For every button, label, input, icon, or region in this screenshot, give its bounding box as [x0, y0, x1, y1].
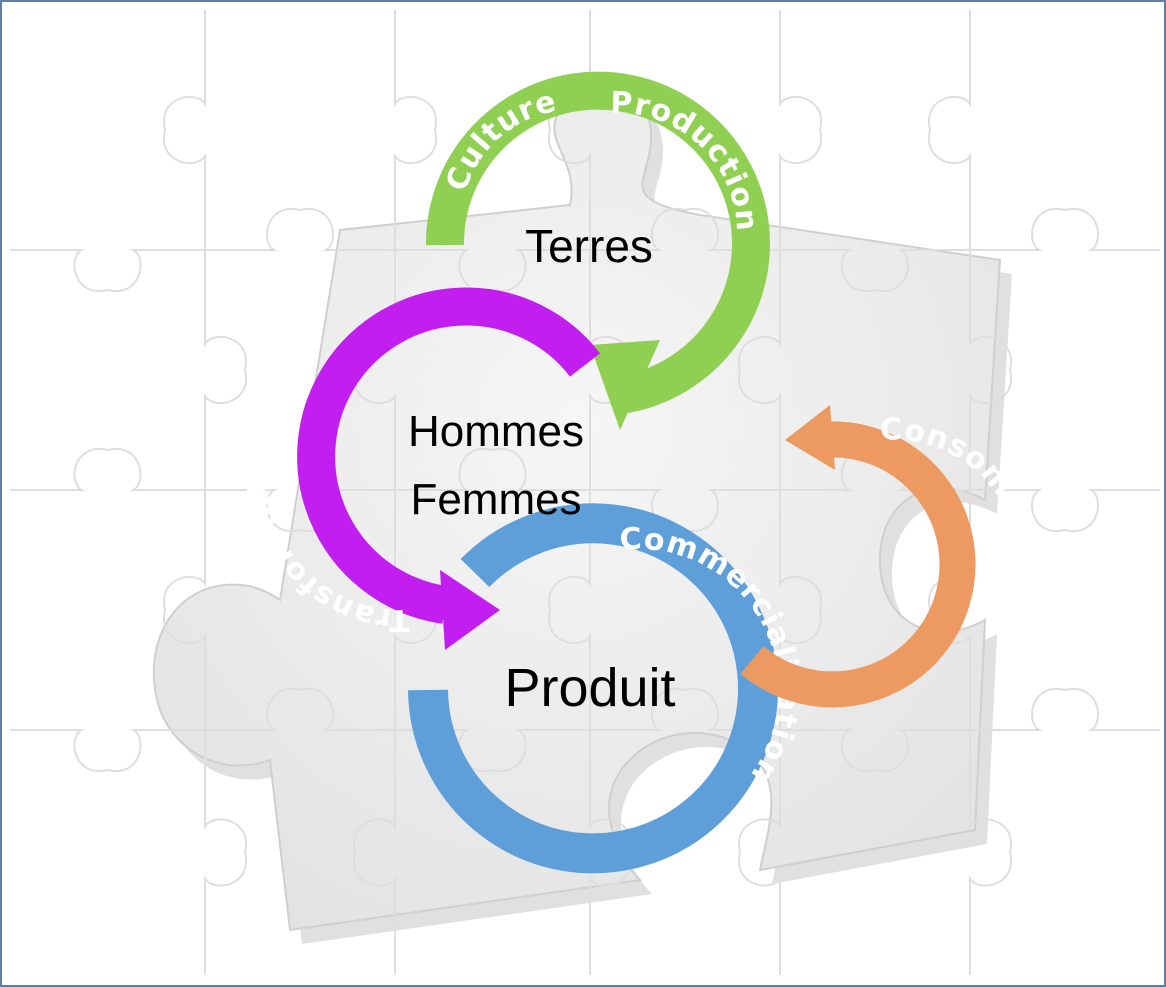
jigsaw-edge	[205, 687, 395, 731]
jigsaw-edge	[352, 730, 396, 975]
blue-arc	[408, 503, 778, 874]
produit-label: Produit	[504, 658, 675, 718]
jigsaw-edge	[10, 729, 205, 773]
jigsaw-edge	[737, 250, 781, 490]
jigsaw-edge	[927, 10, 971, 250]
femmes-label: Femmes	[410, 475, 581, 524]
jigsaw-edge	[204, 730, 248, 975]
green-arc	[425, 71, 770, 414]
jigsaw-edge	[10, 447, 205, 491]
jigsaw-edge	[969, 730, 1013, 975]
magenta-arrowhead	[440, 570, 500, 650]
jigsaw-edge	[205, 207, 395, 251]
jigsaw-edge	[394, 10, 438, 250]
jigsaw-edge	[779, 490, 823, 730]
jigsaw-edge	[780, 729, 970, 773]
jigsaw-edge	[737, 730, 781, 975]
jigsaw-edge	[395, 729, 590, 773]
orange-arc	[740, 421, 976, 708]
orange-arrowhead	[785, 405, 835, 470]
jigsaw-edge	[162, 10, 206, 250]
magenta-arc	[297, 287, 601, 624]
jigsaw-edge	[970, 489, 1160, 533]
terres-label: Terres	[525, 220, 653, 272]
jigsaw-edge	[590, 207, 780, 251]
jigsaw-edge	[590, 687, 780, 731]
jigsaw-edge	[395, 447, 590, 491]
green-arrowhead	[590, 340, 660, 430]
jigsaw-edge	[970, 207, 1160, 251]
jigsaw-edge	[970, 687, 1160, 731]
jigsaw-edge	[969, 250, 1013, 490]
hommes-label: Hommes	[408, 407, 584, 456]
jigsaw-edge	[779, 10, 823, 250]
jigsaw-edge	[780, 249, 970, 293]
jigsaw-edge	[204, 250, 248, 490]
jigsaw-edge	[162, 490, 206, 730]
jigsaw-edge	[547, 490, 591, 730]
jigsaw-edge	[10, 249, 205, 293]
